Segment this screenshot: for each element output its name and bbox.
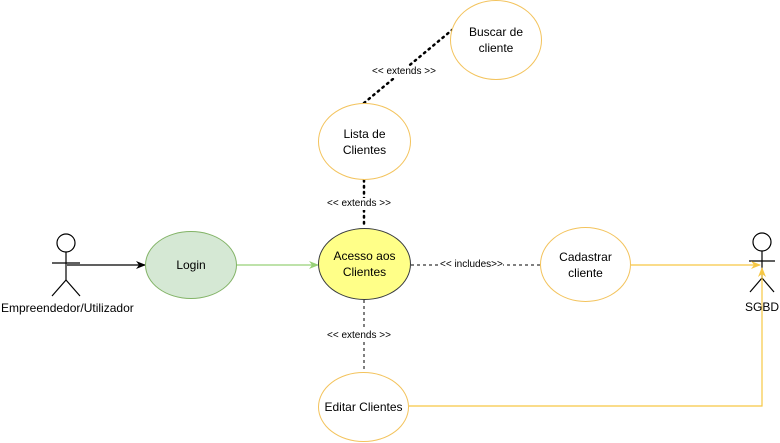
actor-entrepreneur-figure bbox=[51, 233, 81, 297]
edge-lista-buscar bbox=[362, 28, 454, 105]
relation-label-acesso-lista: << extends >> bbox=[327, 198, 391, 210]
use-case-buscar-cliente-label: Buscar de cliente bbox=[468, 25, 524, 55]
use-case-buscar-cliente[interactable]: Buscar de cliente bbox=[450, 0, 542, 80]
use-case-acesso-clientes-label: Acesso aos Clientes bbox=[333, 249, 396, 279]
relation-label-acesso-cadastrar: << includes>> bbox=[440, 259, 503, 271]
use-case-lista-clientes[interactable]: Lista de Clientes bbox=[318, 103, 411, 180]
edge-editar-sgbd bbox=[409, 267, 766, 407]
use-case-editar-clientes-label: Editar Clientes bbox=[324, 400, 403, 414]
relation-label-lista-buscar: << extends >> bbox=[372, 66, 436, 78]
actor-sgbd-label: SGBD bbox=[745, 300, 780, 314]
use-case-lista-clientes-label: Lista de Clientes bbox=[342, 126, 387, 157]
use-case-editar-clientes[interactable]: Editar Clientes bbox=[318, 372, 409, 442]
use-case-login-label: Login bbox=[176, 258, 206, 272]
relation-label-acesso-editar: << extends >> bbox=[327, 330, 391, 342]
use-case-cadastrar-cliente[interactable]: Cadastrar cliente bbox=[540, 227, 631, 302]
actor-entrepreneur-label: Empreendedor/Utilizador bbox=[1, 301, 134, 315]
use-case-cadastrar-cliente-label: Cadastrar cliente bbox=[559, 249, 612, 280]
use-case-acesso-clientes[interactable]: Acesso aos Clientes bbox=[318, 228, 411, 300]
use-case-login[interactable]: Login bbox=[145, 231, 237, 299]
